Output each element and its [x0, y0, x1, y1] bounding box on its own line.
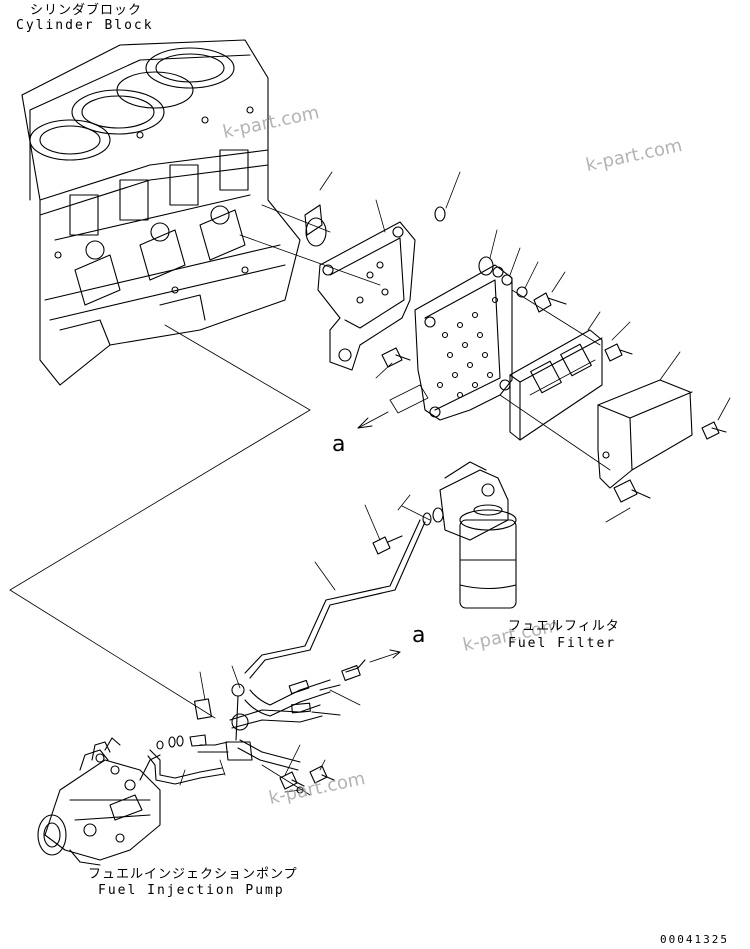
ecm-bracket-plate	[415, 172, 566, 420]
fuel-pipe	[245, 520, 425, 678]
hose-assembly	[198, 666, 360, 770]
cylinder-block-label-en: Cylinder Block	[16, 18, 154, 33]
cylinder-block	[22, 40, 300, 385]
reference-mark-a-bottom: a	[412, 623, 426, 648]
engine-controller	[510, 312, 632, 440]
controller-cover	[598, 352, 730, 522]
drawing-number: 00041325	[660, 933, 729, 946]
banjo-bolt	[365, 505, 402, 554]
fuel-pump-label-en: Fuel Injection Pump	[98, 883, 285, 898]
cylinder-block-label-jp: シリンダブロック	[30, 3, 143, 18]
fuel-filter	[398, 462, 516, 608]
reference-mark-a-top: a	[332, 432, 346, 457]
fuel-pump-label-jp: フュエルインジェクションポンプ	[88, 867, 298, 882]
mounting-bracket	[318, 200, 415, 378]
fuel-injection-pump	[38, 738, 160, 865]
seal-ring	[305, 172, 332, 246]
fittings	[148, 672, 334, 795]
fuel-filter-label-jp: フュエルフィルタ	[508, 619, 620, 634]
reference-arrow-top	[358, 385, 428, 428]
fuel-filter-label-en: Fuel Filter	[508, 636, 617, 651]
reference-arrow-bottom	[342, 650, 400, 680]
